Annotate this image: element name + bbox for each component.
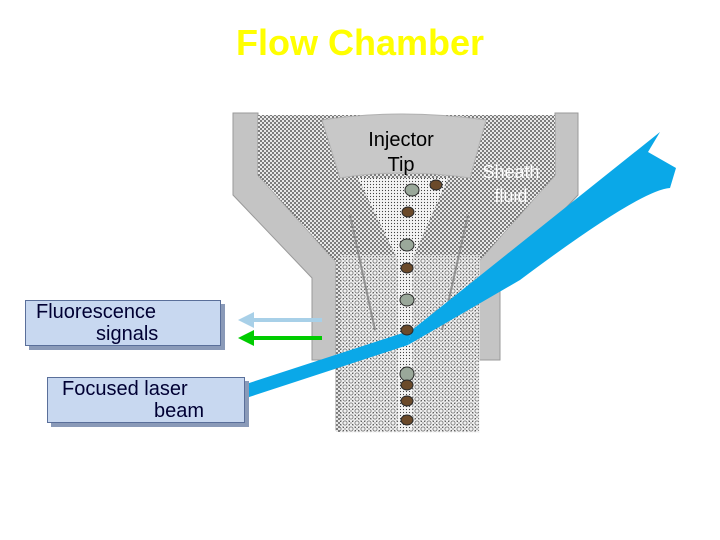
cell <box>401 206 415 218</box>
laser-beam-outgoing <box>408 132 676 345</box>
cell <box>399 238 415 252</box>
fluorescence-label-line2: signals <box>96 323 159 345</box>
cell <box>400 414 414 426</box>
laser-label-line1: Focused laser <box>62 378 188 400</box>
injector-label-line2: Tip <box>387 154 415 176</box>
core-stream-column <box>340 255 480 433</box>
fluorescence-label-line1: Fluorescence <box>36 301 157 323</box>
fluorescence-arrow-lightblue <box>238 312 322 328</box>
cell <box>399 293 415 307</box>
injector-tip-label: Injector Tip <box>355 128 447 178</box>
sheath-label-line1: Sheath <box>482 162 540 182</box>
injector-label-line1: Injector <box>368 129 434 151</box>
cell <box>400 395 414 407</box>
cell <box>400 262 414 274</box>
focused-laser-beam-label: Focused laser beam <box>47 377 245 423</box>
cell <box>404 183 420 197</box>
injector-tip <box>321 113 487 179</box>
fluorescence-signals-label: Fluorescence signals <box>25 300 221 346</box>
sheath-fluid-label: Sheath fluid <box>470 160 552 208</box>
cells <box>399 179 443 426</box>
sheath-label-line2: fluid <box>494 186 528 206</box>
cell <box>400 379 414 391</box>
laser-beam-incoming <box>240 330 412 400</box>
diagram-title: Flow Chamber <box>235 22 485 63</box>
cell <box>399 366 415 382</box>
fluorescence-arrow-green <box>238 330 322 346</box>
cell <box>400 324 414 336</box>
laser-label-line2: beam <box>154 400 205 422</box>
cell <box>429 179 443 191</box>
